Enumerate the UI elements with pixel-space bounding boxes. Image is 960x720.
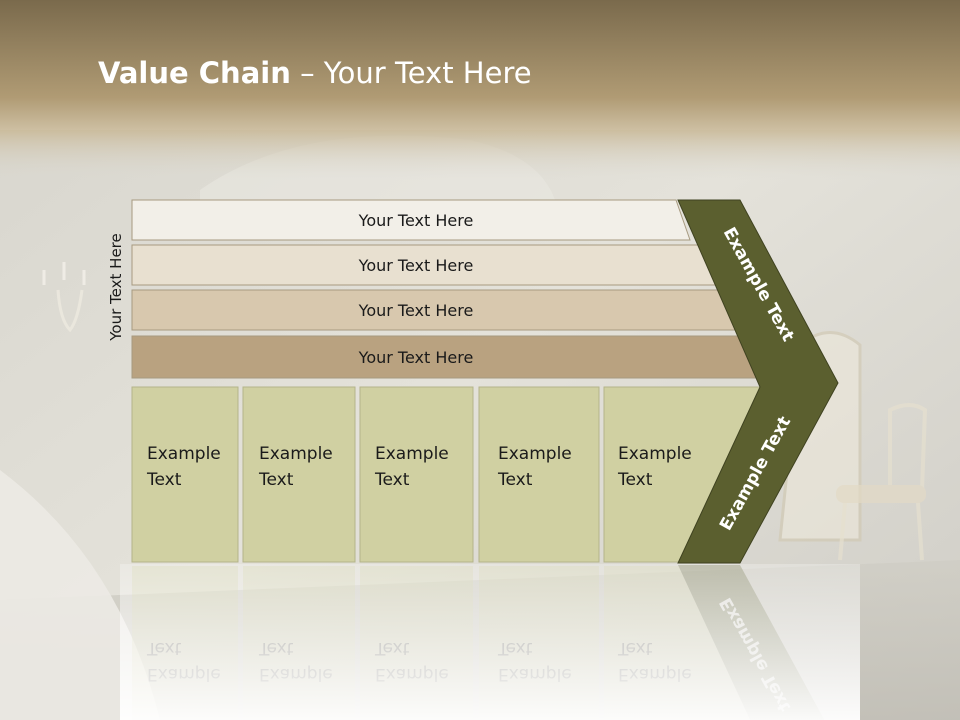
row-bar-1	[131, 199, 691, 241]
activity-box-3	[359, 386, 474, 563]
reflection: ExampleTextExampleTextExampleTextExample…	[120, 564, 860, 720]
activity-box-5-line2: Text	[617, 470, 653, 490]
row-label-1: Your Text Here	[358, 211, 474, 230]
chair-decoration	[836, 403, 928, 561]
title-rest: – Your Text Here	[290, 56, 532, 90]
activity-box-4	[478, 386, 600, 563]
reflection-fade	[120, 564, 860, 720]
title-bold: Value Chain	[98, 56, 291, 90]
activity-box-2-line1: Example	[259, 444, 333, 464]
activity-box-5-line1: Example	[618, 444, 692, 464]
activity-box-1-line2: Text	[146, 470, 182, 490]
activity-box-3-line1: Example	[375, 444, 449, 464]
row-label-4: Your Text Here	[358, 348, 474, 367]
activity-box-1-line1: Example	[147, 444, 221, 464]
page-title: Value Chain – Your Text Here	[98, 56, 532, 90]
side-label: Your Text Here	[107, 233, 125, 341]
activity-box-4-line2: Text	[497, 470, 533, 490]
header-fade	[0, 130, 960, 180]
activity-box-2-line2: Text	[258, 470, 294, 490]
activity-box-1	[131, 386, 239, 563]
activity-box-3-line2: Text	[374, 470, 410, 490]
row-label-2: Your Text Here	[358, 256, 474, 275]
sconce-decoration	[42, 262, 86, 333]
header-band	[0, 0, 960, 130]
margin-arrow	[677, 199, 839, 564]
row-label-3: Your Text Here	[358, 301, 474, 320]
activity-box-2	[242, 386, 356, 563]
activity-box-4-line1: Example	[498, 444, 572, 464]
